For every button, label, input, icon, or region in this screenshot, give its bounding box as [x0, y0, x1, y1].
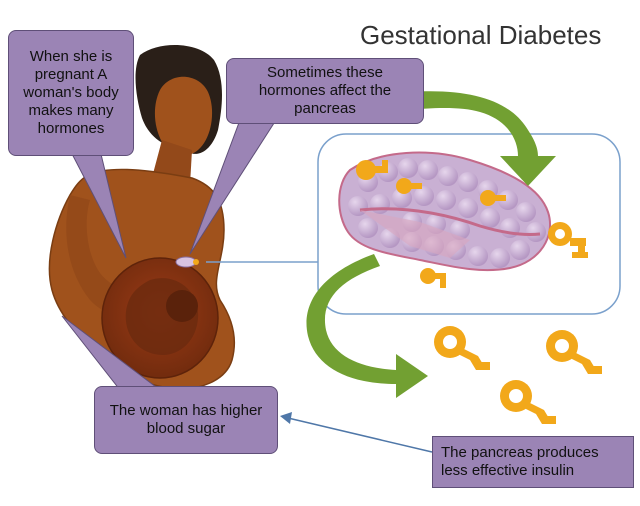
green-arrow-to-pancreas	[408, 91, 556, 186]
green-arrow-to-insulin	[306, 254, 428, 398]
callout-blood-sugar: The woman has higher blood sugar	[94, 386, 278, 454]
insulin-molecule	[546, 330, 602, 374]
insulin-molecule	[396, 178, 422, 194]
insulin-molecule	[480, 190, 506, 206]
small-pancreas-icon	[175, 256, 199, 268]
callout-insulin: The pancreas produces less effective ins…	[432, 436, 634, 488]
insulin-molecule	[548, 222, 588, 258]
arm	[66, 195, 150, 316]
head	[154, 76, 213, 156]
pancreas-illustration	[338, 151, 551, 272]
insulin-molecule	[420, 268, 446, 288]
callout-blood-sugar-text: The woman has higher blood sugar	[109, 402, 263, 437]
insulin-molecule	[500, 380, 556, 424]
diagram-title: Gestational Diabetes	[360, 20, 602, 50]
free-insulin-molecules	[434, 326, 602, 424]
callout-hormones-text: When she is pregnant A woman's body make…	[23, 48, 119, 137]
pregnant-woman-figure	[48, 44, 236, 390]
insulin-molecules-in-pancreas	[356, 160, 588, 288]
callout-hormones: When she is pregnant A woman's body make…	[8, 30, 134, 156]
blue-connector-arrowhead	[280, 412, 292, 424]
insulin-molecule	[434, 326, 490, 370]
baby-head	[166, 290, 198, 322]
blue-connector-line	[287, 417, 433, 453]
callout-pancreas: Sometimes these hormones affect the panc…	[226, 58, 424, 124]
callout-pancreas-text: Sometimes these hormones affect the panc…	[258, 64, 392, 117]
insulin-molecule	[356, 160, 388, 180]
callout-insulin-text: The pancreas produces less effective ins…	[441, 444, 599, 479]
